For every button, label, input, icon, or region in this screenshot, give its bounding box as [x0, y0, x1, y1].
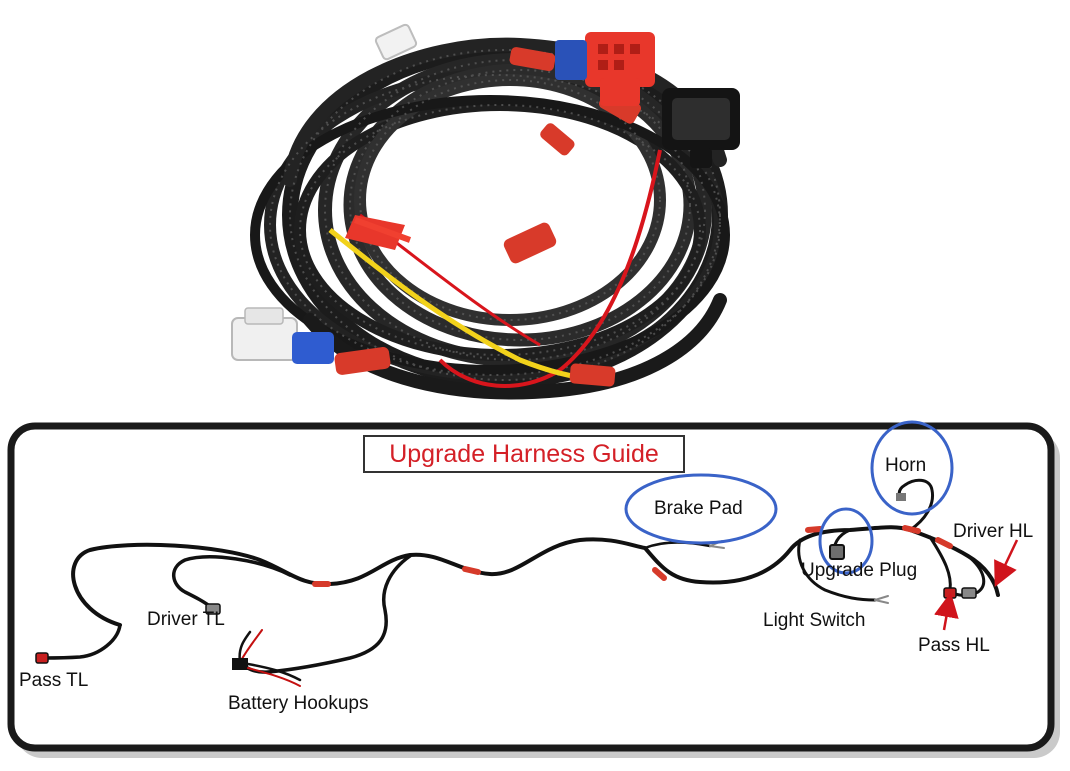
driver-tl-wire: [172, 555, 292, 610]
label-upgrade-plug: Upgrade Plug: [801, 560, 917, 581]
driver-hl-arrow: [994, 539, 1019, 588]
horn-highlight-circle: [870, 420, 954, 516]
red-arrows: [934, 539, 1019, 631]
label-pass-hl: Pass HL: [918, 635, 990, 656]
label-driver-tl: Driver TL: [147, 609, 225, 630]
pass-hl-wire: [928, 535, 952, 592]
pass-hl-arrow: [934, 592, 959, 631]
label-driver-hl: Driver HL: [953, 521, 1033, 542]
guide-title-box: Upgrade Harness Guide: [363, 435, 685, 473]
upgrade-plug-highlight-circle: [818, 507, 874, 575]
label-pass-tl: Pass TL: [19, 670, 88, 691]
product-photo-harness-coil: [231, 23, 740, 400]
light-switch-wire: [797, 538, 877, 602]
brake-pad-highlight-circle: [624, 473, 778, 545]
main-trunk-wire: [71, 525, 1000, 627]
label-brake-pad: Brake Pad: [654, 498, 743, 519]
highlight-circles: [624, 420, 954, 575]
pass-tl-wire: [42, 623, 122, 660]
label-battery-hookups: Battery Hookups: [228, 693, 368, 714]
guide-title: Upgrade Harness Guide: [389, 440, 659, 468]
label-light-switch: Light Switch: [763, 610, 865, 631]
label-horn: Horn: [885, 455, 926, 476]
diagram-labels: Horn Brake Pad Driver HL Upgrade Plug Li…: [19, 455, 1033, 714]
